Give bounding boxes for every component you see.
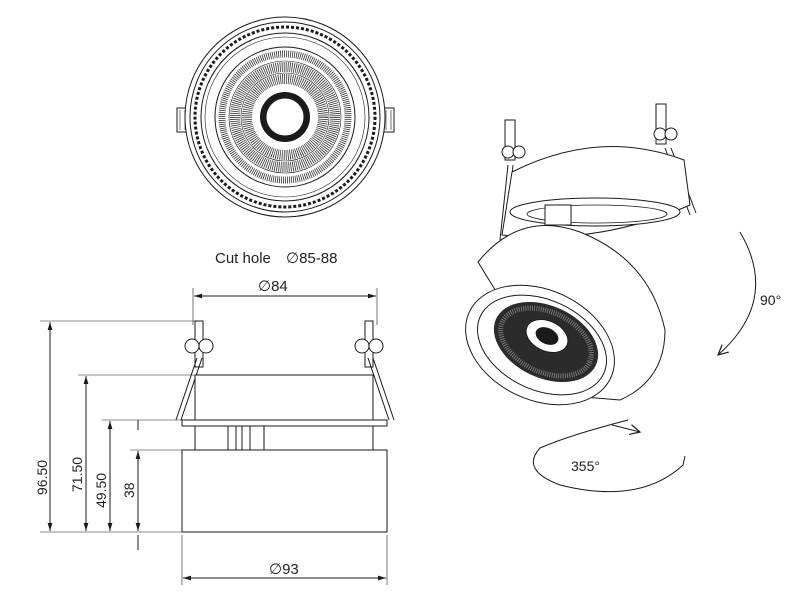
rotate-arrow	[611, 425, 640, 432]
side-view-left-spring	[175, 320, 214, 421]
dimension-height-total: 96.50	[34, 460, 50, 495]
cut-hole-value: ∅85-88	[286, 250, 337, 267]
dimension-bottom-width: ∅93	[269, 561, 299, 578]
top-view	[176, 16, 395, 218]
side-view	[40, 288, 395, 585]
rotate-angle-label: 355°	[571, 458, 600, 474]
side-view-right-spring	[354, 320, 395, 421]
dimension-height-upper: 71.50	[69, 457, 85, 492]
dimension-top-width: ∅84	[258, 278, 288, 295]
dimension-height-mid: 49.50	[93, 473, 109, 508]
perspective-view	[465, 103, 697, 406]
tilt-angle-label: 90°	[760, 292, 781, 308]
cut-hole-label: Cut hole	[215, 250, 271, 267]
dimension-height-body: 38	[121, 482, 137, 498]
tilt-arrow	[718, 231, 757, 355]
